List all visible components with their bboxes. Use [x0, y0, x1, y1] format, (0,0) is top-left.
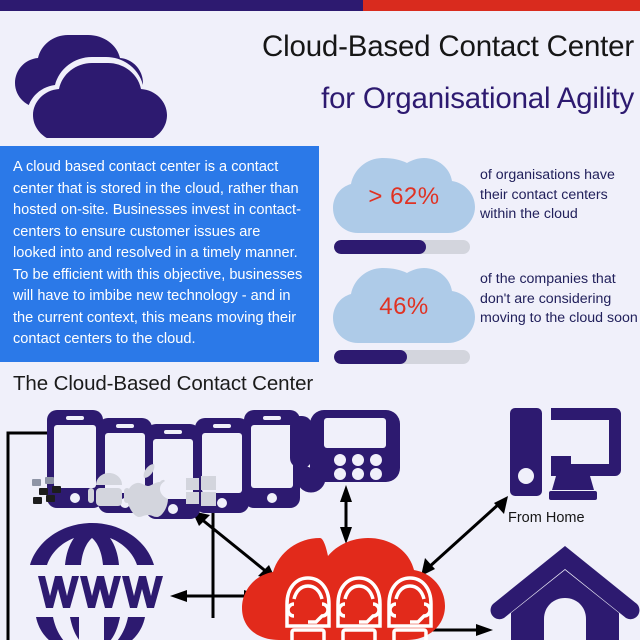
top-accent-bar [0, 0, 640, 11]
agent-icon [285, 576, 331, 640]
smartphone-icon [47, 410, 103, 508]
stat-progress-bar-2 [334, 350, 470, 364]
blackberry-icon [32, 477, 61, 504]
desktop-computer-icon [510, 408, 621, 500]
header: Cloud-Based Contact Center for Organisat… [0, 11, 640, 140]
smartphone-icon [244, 410, 300, 508]
windows-icon [186, 476, 216, 506]
stat-value-2: 46% [379, 293, 429, 320]
stat-cloud-icon-1 [331, 152, 477, 235]
stat-cloud-icon-2 [331, 262, 477, 345]
title-line-1: Cloud-Based Contact Center [262, 30, 634, 63]
stat-progress-fill-2 [334, 350, 408, 364]
desk-phone-icon [290, 410, 400, 493]
smartphone-icon-group [47, 410, 300, 519]
stat-value-1: > 62% [368, 183, 440, 210]
stat-progress-bar-1 [334, 240, 470, 254]
top-bar-red-segment [363, 0, 640, 11]
house-icon [490, 546, 640, 640]
globe-www-icon [30, 523, 163, 640]
android-icon [88, 473, 130, 506]
stat-progress-fill-1 [334, 240, 427, 254]
top-bar-navy-segment [0, 0, 363, 11]
intro-paragraph: A cloud based contact center is a contac… [13, 159, 303, 347]
os-logo-group [32, 464, 216, 517]
page-title: Cloud-Based Contact Center for Organisat… [186, 25, 634, 121]
diagram-heading: The Cloud-Based Contact Center [13, 372, 314, 395]
agent-icon [387, 576, 433, 640]
cloud-icon [6, 23, 198, 138]
from-home-label: From Home [508, 510, 585, 526]
title-line-2: for Organisational Agility [321, 82, 634, 115]
intro-text-box: A cloud based contact center is a contac… [0, 146, 319, 362]
red-cloud-agents-icon [242, 538, 445, 640]
diagram [0, 398, 640, 640]
stat-description-1: of organisations have their contact cent… [480, 167, 615, 222]
stat-description-2: of the companies that don't are consider… [480, 271, 638, 326]
apple-icon [127, 464, 168, 517]
www-text [38, 576, 163, 608]
agent-icon [336, 576, 382, 640]
